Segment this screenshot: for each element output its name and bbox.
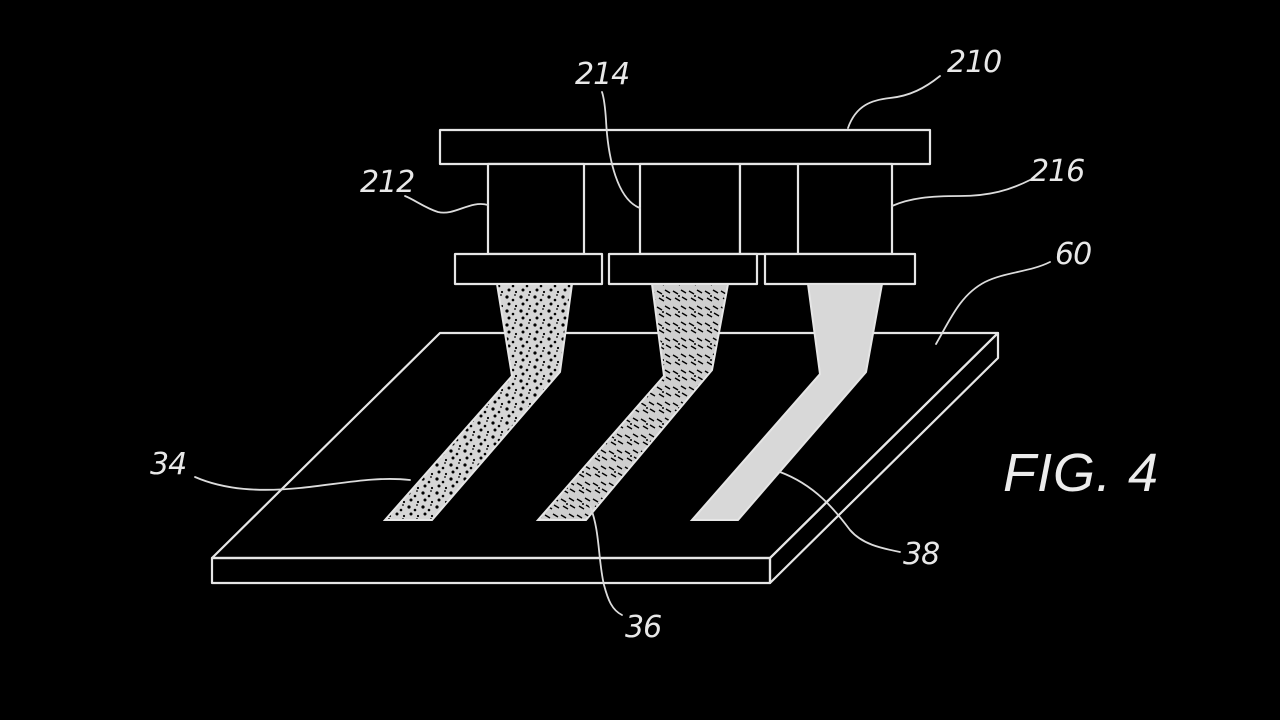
leader-38: [779, 471, 901, 553]
label-216: 216: [1030, 154, 1085, 189]
dispenser-body-216: [738, 162, 894, 256]
leader-36: [589, 505, 623, 616]
label-210: 210: [947, 45, 1002, 80]
figure-caption: FIG. 4: [1003, 443, 1160, 503]
bead-36: [535, 283, 730, 521]
leader-212: [404, 195, 489, 214]
label-214: 214: [575, 57, 630, 92]
bead-38: [689, 283, 884, 521]
dispenser-body-212: [486, 162, 586, 256]
leader-214: [601, 91, 641, 209]
label-36: 36: [625, 610, 662, 645]
leader-60: [935, 261, 1051, 345]
dispenser-bodies: [486, 162, 894, 256]
label-212: 212: [360, 165, 415, 200]
leader-210: [847, 75, 941, 129]
label-38: 38: [903, 537, 940, 572]
leader-lines: [194, 75, 1051, 616]
top-plate: [438, 128, 932, 166]
nozzle-plates: [453, 252, 917, 286]
label-60: 60: [1055, 237, 1092, 272]
label-34: 34: [150, 447, 187, 482]
leader-34: [194, 476, 411, 491]
leader-216: [891, 179, 1031, 207]
substrate-plate: [210, 331, 1000, 585]
bead-34: [382, 283, 574, 521]
dispenser-body-214: [638, 162, 742, 256]
